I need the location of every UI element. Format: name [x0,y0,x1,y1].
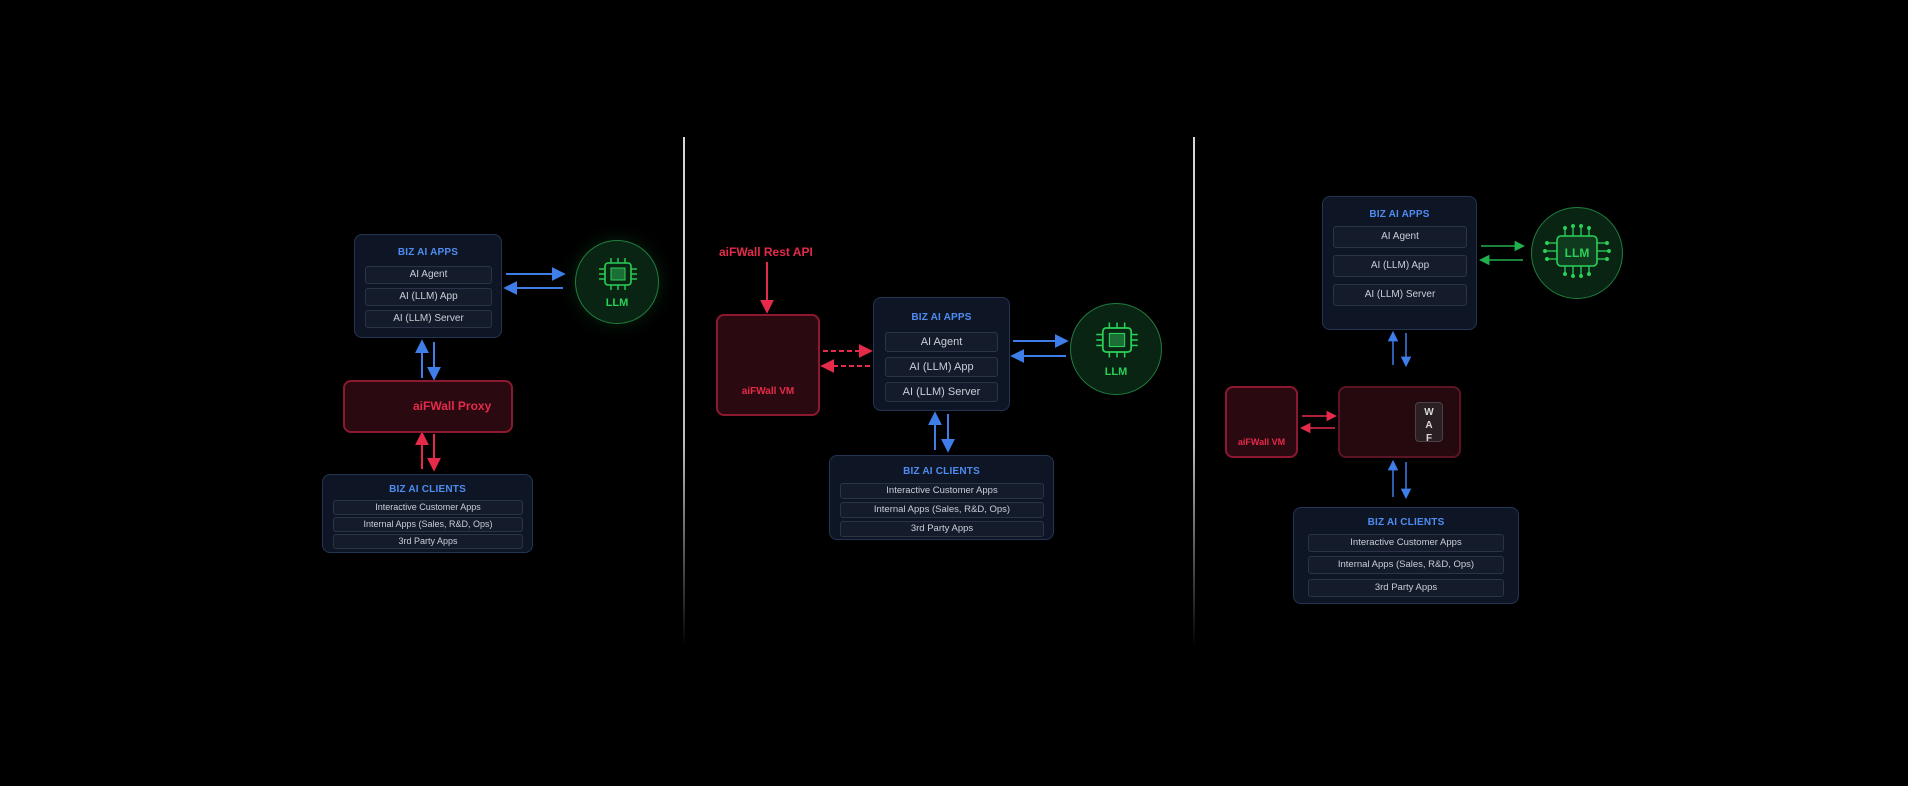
panel1-apps-item: AI Agent [365,266,492,284]
panel3-apps-item: AI (LLM) App [1333,255,1467,277]
panel1-biz-ai-clients: BIZ AI CLIENTS Interactive Customer Apps… [322,474,533,553]
panel1-aifwall-proxy: aiFWall Proxy [343,380,513,433]
panel-divider-1 [683,137,685,647]
panel3-biz-ai-clients: BIZ AI CLIENTS Interactive Customer Apps… [1293,507,1519,604]
panel2-apps-item: AI (LLM) Server [885,382,998,402]
panel3-biz-ai-apps: BIZ AI APPS AI Agent AI (LLM) App AI (LL… [1322,196,1477,330]
panel3-clients-item: Internal Apps (Sales, R&D, Ops) [1308,556,1504,574]
panel2-apps-title: BIZ AI APPS [911,312,972,323]
panel1-apps-title: BIZ AI APPS [397,247,459,258]
panel3-llm-label: LLM [1564,246,1590,260]
panel2-clients-item: 3rd Party Apps [840,521,1044,537]
panel3-clients-item: Interactive Customer Apps [1308,534,1504,552]
panel1-clients-item: Interactive Customer Apps [333,500,523,515]
panel2-vm-label: aiFWall VM [741,386,795,397]
panel3-clients-title: BIZ AI CLIENTS [1367,517,1445,528]
panel1-apps-item: AI (LLM) Server [365,310,492,328]
panel3-apps-item: AI (LLM) Server [1333,284,1467,306]
panel3-waf-box: W A F [1338,386,1461,458]
panel2-biz-ai-apps: BIZ AI APPS AI Agent AI (LLM) App AI (LL… [873,297,1010,411]
panel2-llm-label: LLM [1104,366,1128,378]
panel1-biz-ai-apps: BIZ AI APPS AI Agent AI (LLM) App AI (LL… [354,234,502,338]
panel1-clients-item: 3rd Party Apps [333,534,523,549]
panel2-biz-ai-clients: BIZ AI CLIENTS Interactive Customer Apps… [829,455,1054,540]
panel1-clients-title: BIZ AI CLIENTS [389,484,466,495]
panel2-clients-title: BIZ AI CLIENTS [903,466,980,477]
panel2-clients-item: Internal Apps (Sales, R&D, Ops) [840,502,1044,518]
panel2-rest-api-label: aiFWall Rest API [719,245,813,259]
panel3-aifwall-vm: aiFWall VM [1225,386,1298,458]
panel1-proxy-label: aiFWall Proxy [413,399,492,413]
panel2-aifwall-vm: aiFWall VM [716,314,820,416]
panel1-clients-item: Internal Apps (Sales, R&D, Ops) [333,517,523,532]
panel1-llm-label: LLM [605,297,629,309]
panel1-llm-circle: LLM [575,240,659,324]
panel-divider-2 [1193,137,1195,647]
chip-icon [1096,322,1138,358]
panel3-apps-item: AI Agent [1333,226,1467,248]
panel3-clients-item: 3rd Party Apps [1308,579,1504,597]
panel3-apps-title: BIZ AI APPS [1369,209,1430,220]
waf-letter: F [1425,433,1433,442]
panel3-llm-circle: LLM [1531,207,1623,299]
panel3-vm-label: aiFWall VM [1237,437,1286,447]
panel1-apps-item: AI (LLM) App [365,288,492,306]
panel2-llm-circle: LLM [1070,303,1162,395]
chip-icon [599,258,637,290]
panel2-apps-item: AI Agent [885,332,998,352]
panel2-clients-item: Interactive Customer Apps [840,483,1044,499]
panel2-apps-item: AI (LLM) App [885,357,998,377]
panel3-waf-badge: W A F [1415,402,1443,442]
waf-letter: A [1425,420,1433,431]
chip-icon [1543,224,1611,278]
waf-letter: W [1424,407,1434,418]
